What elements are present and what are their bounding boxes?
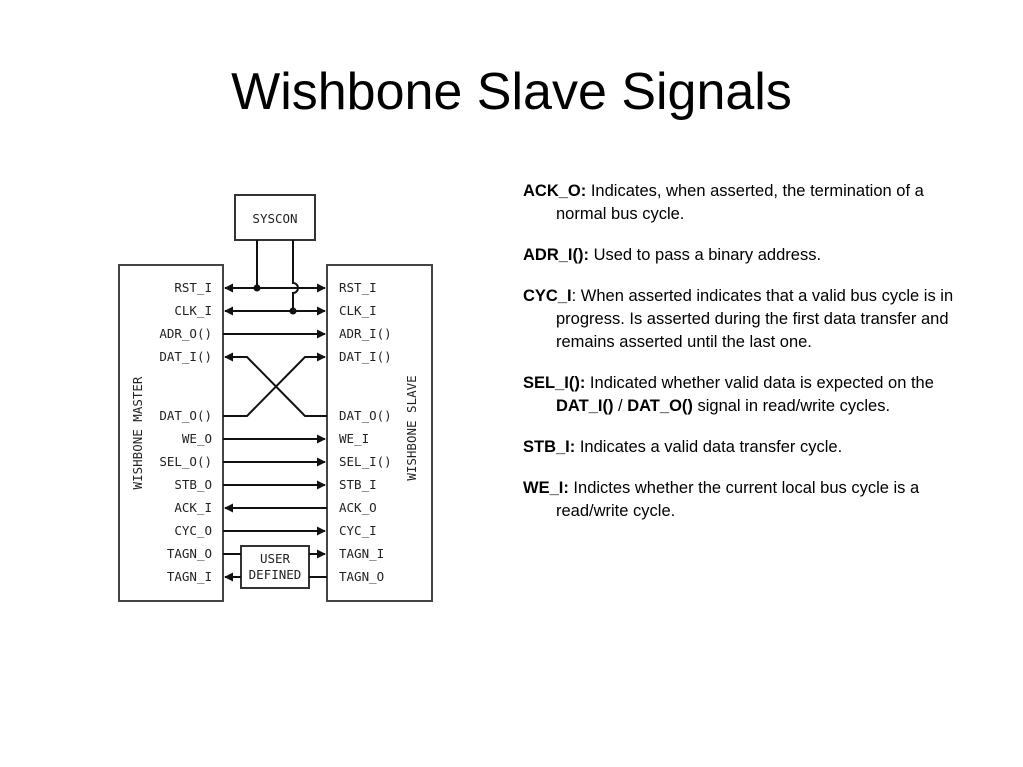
slide-title: Wishbone Slave Signals: [231, 63, 792, 121]
slave-signal-label: WE_I: [339, 431, 369, 446]
definition-text: Indictes whether the current local bus c…: [556, 479, 920, 520]
master-signal-label: DAT_I(): [159, 349, 212, 364]
slave-signal-label: TAGN_O: [339, 569, 384, 584]
master-signal-label: RST_I: [174, 280, 212, 295]
definition-text: Indicates a valid data transfer cycle.: [575, 438, 843, 456]
definition-term: ADR_I():: [523, 246, 589, 264]
definition-text: : When asserted indicates that a valid b…: [556, 287, 954, 351]
user-defined-line1: USER: [260, 551, 291, 566]
slave-signal-label: ACK_O: [339, 500, 377, 515]
syscon-label: SYSCON: [252, 211, 297, 226]
master-signal-label: TAGN_O: [167, 546, 212, 561]
definition-text: /: [613, 397, 628, 415]
definition-text: Indicated whether valid data is expected…: [585, 374, 934, 392]
master-signal-label: DAT_O(): [159, 408, 212, 423]
definition-sel: SEL_I(): Indicated whether valid data is…: [523, 372, 963, 418]
master-signal-label: ADR_O(): [159, 326, 212, 341]
definition-term: STB_I:: [523, 438, 576, 456]
slave-signal-label: CLK_I: [339, 303, 377, 318]
definition-text: Indicates, when asserted, the terminatio…: [556, 182, 924, 223]
master-signal-label: CLK_I: [174, 303, 212, 318]
definition-text: Used to pass a binary address.: [589, 246, 822, 264]
definition-text: signal in read/write cycles.: [692, 397, 891, 415]
slave-signal-label: TAGN_I: [339, 546, 384, 561]
definition-term: ACK_O:: [523, 182, 587, 200]
slave-signal-label: SEL_I(): [339, 454, 392, 469]
slave-signal-label: RST_I: [339, 280, 377, 295]
definition-inline-term: DAT_I(): [556, 397, 614, 415]
master-signal-label: WE_O: [182, 431, 212, 446]
slave-box: [326, 264, 433, 602]
master-signal-label: TAGN_I: [167, 569, 212, 584]
user-defined-line2: DEFINED: [249, 567, 302, 582]
definition-stb: STB_I: Indicates a valid data transfer c…: [523, 436, 963, 459]
master-signal-label: ACK_I: [174, 500, 212, 515]
syscon-clk-line: [292, 240, 299, 311]
slave-signal-label: ADR_I(): [339, 326, 392, 341]
slave-signal-label: CYC_I: [339, 523, 377, 538]
definition-we: WE_I: Indictes whether the current local…: [523, 477, 963, 523]
slave-label: WISHBONE SLAVE: [404, 375, 419, 480]
slave-signal-label: STB_I: [339, 477, 377, 492]
user-defined-box: [240, 545, 310, 589]
definition-term: SEL_I():: [523, 374, 586, 392]
definition-cyc: CYC_I: When asserted indicates that a va…: [523, 285, 963, 354]
clk-junction-dot: [289, 307, 297, 315]
definition-adr: ADR_I(): Used to pass a binary address.: [523, 244, 963, 267]
master-signal-label: CYC_O: [174, 523, 212, 538]
definition-ack: ACK_O: Indicates, when asserted, the ter…: [523, 180, 963, 226]
rst-junction-dot: [253, 284, 261, 292]
master-label: WISHBONE MASTER: [130, 376, 145, 489]
syscon-box: [234, 194, 316, 241]
master-box: [118, 264, 224, 602]
slave-signal-label: DAT_O(): [339, 408, 392, 423]
definition-inline-term: DAT_O(): [627, 397, 693, 415]
master-signal-label: SEL_O(): [159, 454, 212, 469]
definition-term: CYC_I: [523, 287, 572, 305]
dat-cross-line-to-slave: [223, 352, 326, 417]
slave-signal-label: DAT_I(): [339, 349, 392, 364]
signal-definitions: ACK_O: Indicates, when asserted, the ter…: [523, 180, 963, 541]
definition-term: WE_I:: [523, 479, 569, 497]
master-signal-label: STB_O: [174, 477, 212, 492]
